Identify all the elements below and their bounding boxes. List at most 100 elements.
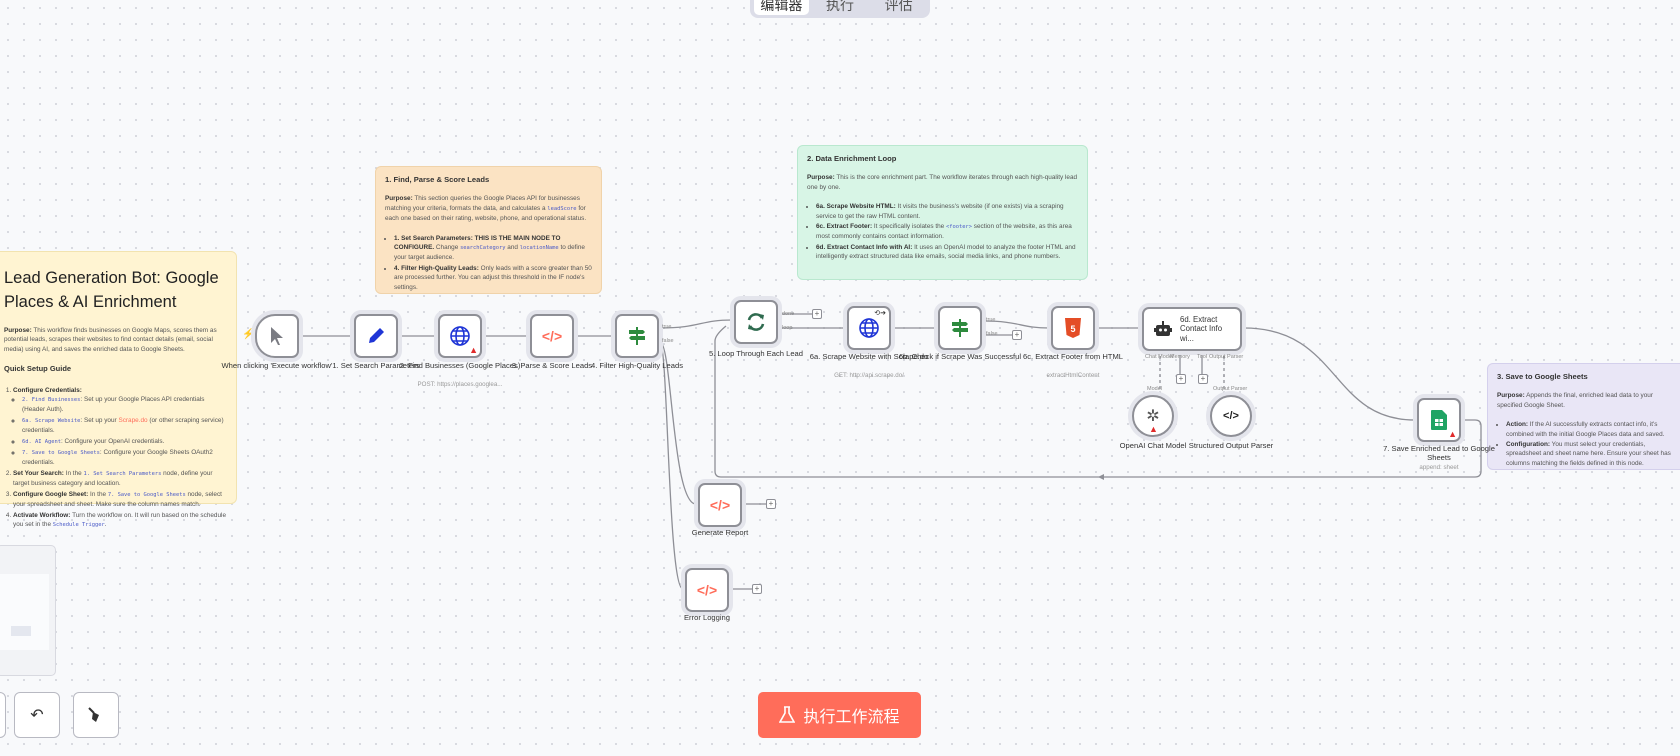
- node-label: 6d. Extract Contact Info wi...: [1180, 314, 1223, 343]
- undo-button[interactable]: ↶: [14, 692, 60, 738]
- undo-icon: ↶: [30, 707, 44, 724]
- text: This workflow finds businesses on Google…: [4, 327, 217, 353]
- code: 6a. Scrape Website: [22, 417, 81, 424]
- node-ai-agent[interactable]: 6d. Extract Contact Info wi...: [1142, 307, 1242, 351]
- bold: 1. Set Search Parameters: THIS IS THE MA…: [394, 234, 561, 252]
- node-save-google-sheets[interactable]: ▲: [1417, 398, 1461, 442]
- add-memory-button[interactable]: +: [1176, 374, 1186, 384]
- code: 2. Find Businesses: [22, 397, 81, 404]
- zoom-button[interactable]: [0, 692, 6, 738]
- execute-workflow-button[interactable]: 执行工作流程: [758, 692, 921, 738]
- code: <footer>: [946, 224, 972, 231]
- handle-output-parser: Output Parser: [1209, 354, 1244, 360]
- node-label: OpenAI Chat Model: [1119, 441, 1187, 450]
- edge: [714, 325, 1482, 478]
- text: In the: [63, 469, 84, 477]
- node-label: Structured Output Parser: [1188, 441, 1274, 450]
- add-node-button[interactable]: +: [766, 499, 776, 509]
- node-error-logging[interactable]: </>: [685, 568, 729, 612]
- sticky-note-save-sheets[interactable]: 3. Save to Google Sheets Purpose: Append…: [1487, 363, 1680, 470]
- warning-icon: ▲: [469, 345, 478, 355]
- text: .: [104, 520, 107, 528]
- edge: [982, 320, 1050, 329]
- tab-editor[interactable]: 编辑器: [754, 0, 809, 15]
- add-node-button[interactable]: +: [812, 309, 822, 319]
- node-label: 1. Set Search Parameters: [332, 361, 420, 370]
- label: Purpose:: [4, 327, 32, 334]
- node-manual-trigger[interactable]: [255, 314, 299, 358]
- text: It uses an OpenAI model to analyze the f…: [816, 243, 1076, 261]
- text: (or other scraping service) credentials.: [22, 416, 224, 435]
- step: Activate Workflow: Turn the workflow on.…: [13, 511, 227, 531]
- text: : Set up your: [80, 416, 119, 424]
- handle-memory: Memory: [1170, 354, 1190, 360]
- tab-executions[interactable]: 执行: [826, 0, 854, 13]
- text: You must select your credentials, spread…: [1506, 441, 1671, 467]
- step-title: Set Your Search:: [13, 469, 64, 477]
- node-label: Error Logging: [683, 613, 730, 622]
- node-parse-score-leads[interactable]: </>: [530, 314, 574, 358]
- node-scrape-website[interactable]: ⟲➔: [847, 306, 891, 350]
- sticky-title: 2. Data Enrichment Loop: [807, 154, 897, 163]
- text: node, define your target business catego…: [13, 469, 213, 488]
- sticky-note-find-parse-score[interactable]: 1. Find, Parse & Score Leads Purpose: Th…: [375, 166, 602, 294]
- step-item: 2. Find Businesses: Set up your Google P…: [22, 395, 227, 415]
- text: to define your target audience.: [394, 244, 585, 262]
- add-tool-button[interactable]: +: [1198, 374, 1208, 384]
- tidy-up-button[interactable]: [73, 692, 119, 738]
- node-extract-footer[interactable]: 5: [1051, 306, 1095, 350]
- bold: Action:: [1506, 421, 1529, 429]
- code-icon: </>: [709, 497, 731, 513]
- pencil-icon: [369, 328, 384, 343]
- sticky-note-overview[interactable]: Lead Generation Bot: Google Places & AI …: [0, 251, 237, 528]
- handle-false: false: [662, 338, 674, 344]
- text: and: [505, 244, 520, 252]
- add-node-button[interactable]: +: [752, 584, 762, 594]
- node-label: Generate Report: [691, 528, 749, 537]
- refresh-icon: [747, 313, 765, 331]
- globe-icon: [450, 326, 470, 346]
- code: 7. Save to Google Sheets: [22, 450, 100, 457]
- bold: 6c. Extract Footer:: [816, 223, 873, 231]
- handle-true: true: [986, 317, 996, 323]
- scrape-do-link[interactable]: Scrape.do: [118, 416, 148, 424]
- node-subtitle: GET: http://api.scrape.do/: [834, 372, 904, 379]
- sticky-note-enrichment-loop[interactable]: 2. Data Enrichment Loop Purpose: This is…: [797, 145, 1088, 280]
- handle-false: false: [986, 331, 998, 337]
- edge: [1243, 327, 1416, 421]
- code: Schedule Trigger: [52, 521, 105, 528]
- label: Purpose:: [807, 174, 835, 182]
- sticky-title: Lead Generation Bot: Google Places & AI …: [4, 269, 219, 311]
- node-loop-through-leads[interactable]: [734, 300, 778, 344]
- warning-icon: ▲: [1448, 429, 1457, 439]
- text: : Configure your Google Sheets OAuth2 cr…: [22, 449, 213, 467]
- tab-evaluations[interactable]: 评估: [884, 0, 913, 13]
- sticky-purpose: Purpose: Appends the final, enriched lea…: [1497, 391, 1677, 410]
- add-node-button[interactable]: +: [1012, 330, 1022, 340]
- node-set-search-parameters[interactable]: [354, 314, 398, 358]
- minimap-node: [11, 626, 31, 636]
- node-openai-chat-model[interactable]: ✲ ▲: [1132, 395, 1174, 437]
- node-subtitle: append: sheet: [1419, 464, 1459, 471]
- bold: 6d. Extract Contact Info with AI:: [816, 243, 913, 251]
- node-filter-high-quality[interactable]: [615, 314, 659, 358]
- label: Purpose:: [385, 195, 413, 203]
- text: Appends the final, enriched lead data to…: [1497, 392, 1653, 409]
- bold: Configuration:: [1506, 441, 1551, 449]
- edge: [659, 319, 733, 329]
- minimap[interactable]: [0, 545, 56, 676]
- step-title: Configure Google Sheet:: [13, 490, 89, 498]
- node-structured-output-parser[interactable]: </>: [1210, 395, 1252, 437]
- minimap-viewport: [0, 574, 49, 650]
- code: locationName: [519, 245, 559, 252]
- node-label: 2. Find Businesses (Google Places): [399, 361, 521, 370]
- execute-label: 执行工作流程: [803, 709, 900, 726]
- node-label: 6c. Extract Footer from HTML: [1022, 352, 1123, 361]
- trigger-bolt-icon: ⚡: [242, 329, 255, 340]
- node-find-businesses[interactable]: ▲: [438, 314, 482, 358]
- bullet: 4. Filter High-Quality Leads: Only leads…: [394, 264, 592, 292]
- webhook-icon: ⟲➔: [874, 310, 886, 317]
- node-check-scrape[interactable]: [938, 306, 982, 350]
- bullet: Configuration: You must select your cred…: [1506, 440, 1677, 468]
- node-generate-report[interactable]: </>: [698, 483, 742, 527]
